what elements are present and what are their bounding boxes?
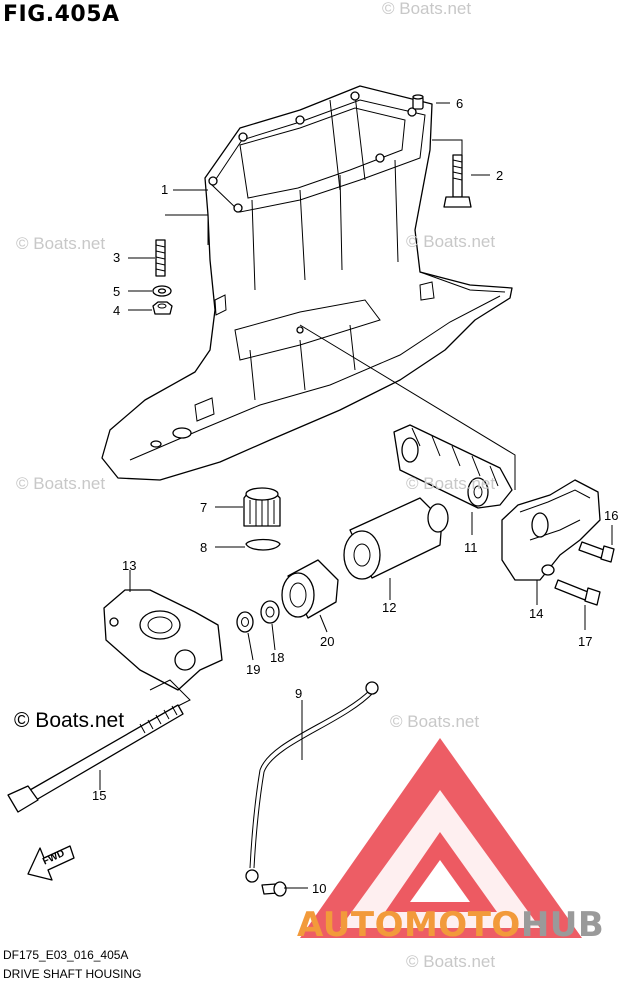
bolt-2 xyxy=(443,154,472,208)
callout-10: 10 xyxy=(312,881,327,896)
callout-4: 4 xyxy=(113,303,121,318)
watermark: © Boats.net xyxy=(406,232,496,251)
watermark: © Boats.net xyxy=(390,712,480,731)
logo-text: AUTOMOTOHUB xyxy=(297,905,604,945)
logo-triangle xyxy=(300,738,582,938)
callout-5: 5 xyxy=(113,284,121,299)
figure-title: FIG.405A xyxy=(3,2,120,27)
watermark: © Boats.net xyxy=(382,0,472,18)
nut-4 xyxy=(152,301,173,315)
bushing-20 xyxy=(281,559,339,619)
callout-3: 3 xyxy=(113,250,121,265)
long-bolt-15 xyxy=(7,704,184,813)
logo-text-hub: HUB xyxy=(520,905,605,945)
fwd-arrow-icon: FWD xyxy=(27,845,75,881)
washer-5 xyxy=(152,285,172,297)
dowel-pin xyxy=(412,94,424,110)
callout-16: 16 xyxy=(604,508,619,523)
clamp-bracket-13 xyxy=(103,589,223,691)
callout-1: 1 xyxy=(161,182,169,197)
callout-7: 7 xyxy=(200,500,208,515)
watermark: © Boats.net xyxy=(16,474,106,493)
callout-14: 14 xyxy=(529,606,544,621)
logo-text-automoto: AUTOMOTO xyxy=(297,905,521,945)
callout-13: 13 xyxy=(122,558,137,573)
bolt-16 xyxy=(578,541,615,563)
callout-2: 2 xyxy=(496,168,504,183)
rubber-mount-11 xyxy=(393,424,513,509)
drive-shaft-housing xyxy=(101,85,513,481)
damper-12 xyxy=(343,497,449,580)
ground-cable-9 xyxy=(245,681,379,883)
callout-17: 17 xyxy=(578,634,593,649)
bolt-17 xyxy=(554,579,601,606)
washer-19 xyxy=(236,611,254,633)
callout-19: 19 xyxy=(246,662,261,677)
figure-code: DF175_E03_016_405A xyxy=(3,948,129,962)
callout-6: 6 xyxy=(456,96,464,111)
mount-bracket-14 xyxy=(501,479,601,581)
grommet-7 xyxy=(243,487,281,527)
callout-9: 9 xyxy=(295,686,303,701)
clip-8 xyxy=(245,538,281,551)
watermark: © Boats.net xyxy=(406,474,496,493)
watermark: © Boats.net xyxy=(16,234,106,253)
callout-18: 18 xyxy=(270,650,285,665)
callout-15: 15 xyxy=(92,788,107,803)
watermark-main: © Boats.net xyxy=(14,709,125,732)
watermark: © Boats.net xyxy=(406,952,496,971)
leader-lines xyxy=(99,102,613,889)
stud-bolt xyxy=(155,239,166,277)
washer-18 xyxy=(260,600,280,624)
callout-11: 11 xyxy=(464,540,478,555)
callout-20: 20 xyxy=(320,634,335,649)
screw-10 xyxy=(261,881,287,897)
figure-name: DRIVE SHAFT HOUSING xyxy=(3,967,142,981)
callout-12: 12 xyxy=(382,600,397,615)
callout-8: 8 xyxy=(200,540,208,555)
